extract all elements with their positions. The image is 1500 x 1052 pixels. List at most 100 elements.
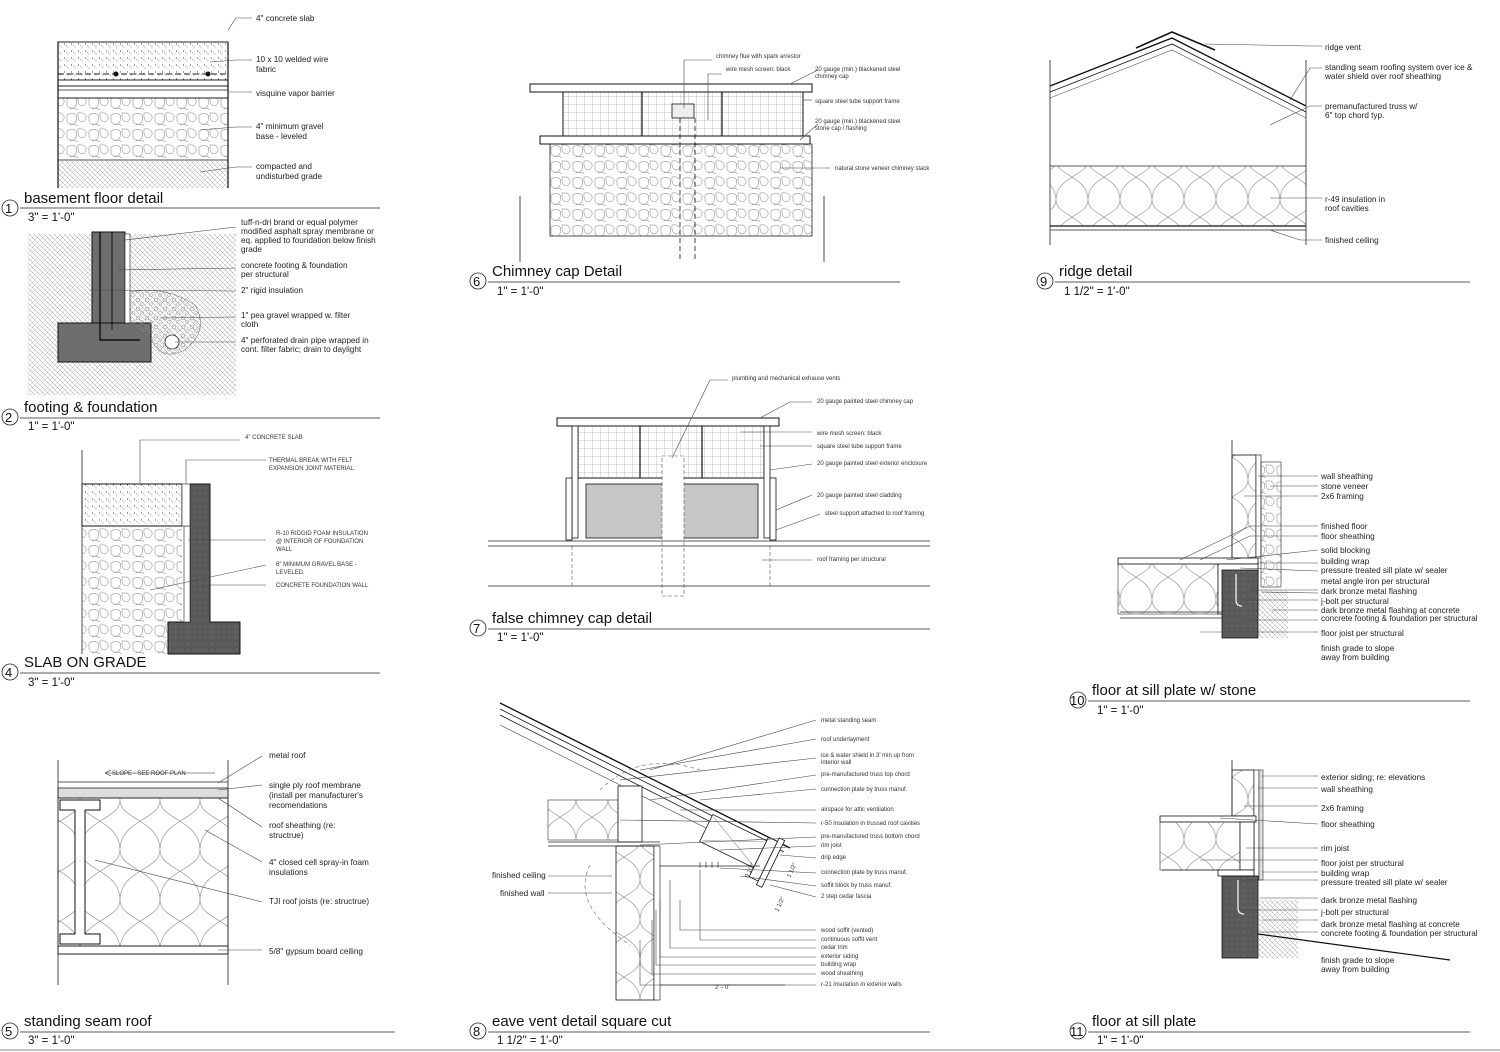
- note: dark bronze metal flashing at concrete: [1321, 606, 1460, 615]
- detail-scale: 1" = 1'-0": [497, 286, 543, 298]
- detail-scale: 3" = 1'-0": [28, 212, 74, 224]
- note: R-10 RIDGID FOAM INSULATION: [276, 531, 368, 537]
- note: wood soffit (vented): [820, 928, 873, 934]
- note: 4" perforated drain pipe wrapped in: [241, 336, 369, 345]
- detail-8-title-block: 8 eave vent detail square cut 1 1/2" = 1…: [469, 1013, 930, 1047]
- note: r-50 insulation in trussed roof cavities: [821, 821, 920, 827]
- note: r-49 insulation in: [1325, 195, 1386, 204]
- note: eq. applied to foundation below finish: [241, 236, 376, 245]
- note: pre-manufactured truss top chord: [821, 772, 910, 778]
- detail-number: 11: [1070, 1024, 1084, 1039]
- detail-7-leaders: [671, 379, 821, 561]
- note: wire mesh screen: black: [725, 67, 791, 73]
- detail-7-notes: plumbing and mechanical exhause vents 20…: [732, 376, 928, 563]
- detail-scale: 3" = 1'-0": [28, 1035, 74, 1047]
- note: roof sheathing (re:: [269, 821, 335, 830]
- note: stone veneer: [1321, 482, 1369, 491]
- note: floor joist per structural: [1321, 859, 1404, 868]
- note: exterior siding: [821, 954, 858, 960]
- note: 6" MINIMUM GRAVEL BASE -: [276, 562, 357, 568]
- note: roof cavities: [1325, 204, 1369, 213]
- note: r-21 insulation in exterior walls: [821, 982, 902, 988]
- detail-2-title-block: 2 footing & foundation 1" = 1'-0": [1, 399, 380, 433]
- note: steel support attached to roof framing: [825, 511, 924, 517]
- note: dark bronze metal flashing: [1321, 896, 1417, 905]
- note: ridge vent: [1325, 43, 1362, 52]
- note: 6" top chord typ.: [1325, 111, 1384, 120]
- note: base - leveled: [256, 132, 307, 141]
- note: 4" concrete slab: [256, 14, 315, 23]
- note: concrete footing & foundation per struct…: [1321, 614, 1478, 623]
- detail-6-drawing: [519, 83, 825, 262]
- note: metal angle iron per structural: [1321, 577, 1429, 586]
- detail-number: 10: [1070, 693, 1084, 708]
- detail-title: floor at sill plate w/ stone: [1092, 682, 1256, 699]
- note: per structural: [241, 270, 289, 279]
- detail-scale: 1" = 1'-0": [1097, 705, 1143, 717]
- detail-6-notes: chimney flue with spark arrestor wire me…: [716, 54, 930, 172]
- note: rim joist: [1321, 844, 1350, 853]
- detail-title: footing & foundation: [24, 399, 157, 416]
- detail-5-title-block: 5 standing seam roof 3" = 1'-0": [1, 1013, 395, 1047]
- note: pre-manufactured truss bottom chord: [821, 834, 920, 840]
- detail-5-leaders: [94, 755, 263, 951]
- note: 5/8" gypsum board ceiling: [269, 947, 363, 956]
- detail-11-notes: exterior siding; re: elevations wall she…: [1320, 773, 1478, 974]
- detail-scale: 1" = 1'-0": [497, 632, 543, 644]
- note: plumbing and mechanical exhause vents: [732, 376, 840, 382]
- detail-number: 8: [473, 1024, 480, 1039]
- detail-number: 2: [5, 410, 12, 425]
- note: premanufactured truss w/: [1325, 102, 1418, 111]
- detail-10-title-block: 10 floor at sill plate w/ stone 1" = 1'-…: [1069, 682, 1470, 717]
- detail-number: 6: [473, 274, 480, 289]
- note: 1" pea gravel wrapped w. filter: [241, 311, 351, 320]
- note: modified asphalt spray membrane or: [241, 227, 374, 236]
- detail-10-notes: wall sheathing stone veneer 2x6 framing …: [1320, 472, 1478, 662]
- detail-title: SLAB ON GRADE: [24, 654, 147, 671]
- note: pressure treated sill plate w/ sealer: [1321, 566, 1448, 575]
- note: 2 step cedar fascia: [821, 894, 872, 900]
- detail-4-drawing: [81, 450, 241, 655]
- note: standing seam roofing system over ice &: [1325, 63, 1473, 72]
- detail-4-notes: 4" CONCRETE SLAB THERMAL BREAK WITH FELT…: [245, 435, 369, 589]
- note: metal standing seam: [821, 718, 876, 724]
- detail-6-leaders: [683, 59, 830, 169]
- note: chimney cap: [815, 74, 849, 80]
- note: 2x6 framing: [1321, 804, 1364, 813]
- detail-9-drawing: [1049, 31, 1307, 245]
- note: drip edge: [821, 855, 847, 861]
- detail-6-title-block: 6 Chimney cap Detail 1" = 1'-0": [469, 263, 900, 298]
- detail-7-title-block: 7 false chimney cap detail 1" = 1'-0": [469, 610, 930, 644]
- note: 4" closed cell spray-in foam: [269, 858, 369, 867]
- note: pressure treated sill plate w/ sealer: [1321, 878, 1448, 887]
- detail-4-title-block: 4 SLAB ON GRADE 3" = 1'-0": [1, 654, 380, 689]
- note: away from building: [1321, 653, 1390, 662]
- note: undisturbed grade: [256, 172, 322, 181]
- note: ice & water shield in 3' min up from: [821, 753, 914, 759]
- detail-8-notes: metal standing seam roof underlayment ic…: [492, 718, 920, 988]
- detail-title: standing seam roof: [24, 1013, 152, 1030]
- note: WALL: [276, 547, 293, 553]
- note: visquine vapor barrier: [256, 89, 335, 98]
- note: chimney flue with spark arrestor: [716, 54, 801, 60]
- note: floor sheathing: [1321, 820, 1375, 829]
- note: CONCRETE FOUNDATION WALL: [276, 583, 369, 589]
- note: LEVELED.: [276, 570, 305, 576]
- note: tuff-n-dri brand or equal polymer: [241, 218, 358, 227]
- note: 4" CONCRETE SLAB: [245, 435, 303, 441]
- detail-number: 7: [473, 621, 480, 636]
- note: square steel tube support frame: [815, 99, 900, 105]
- detail-2-leaders: [89, 226, 237, 343]
- note: roof framing per structural: [817, 557, 886, 563]
- detail-8-leaders: [548, 719, 817, 986]
- note: 20 gauge painted steel chimney cap: [817, 399, 914, 405]
- note: solid blocking: [1321, 546, 1371, 555]
- detail-scale: 1" = 1'-0": [28, 421, 74, 433]
- note: finish grade to slope: [1321, 956, 1395, 965]
- detail-2-notes: tuff-n-dri brand or equal polymer modifi…: [241, 218, 376, 354]
- note: rim joist: [821, 843, 842, 849]
- detail-1-drawing: [57, 41, 229, 188]
- detail-9-leaders: [1204, 43, 1322, 241]
- note: exterior siding; re: elevations: [1321, 773, 1425, 782]
- note: j-bolt per structural: [1320, 908, 1389, 917]
